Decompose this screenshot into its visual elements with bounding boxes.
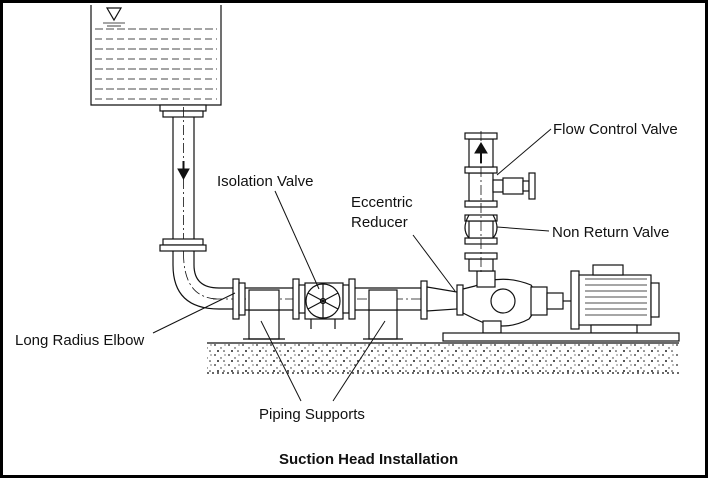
long-radius-elbow <box>172 251 233 310</box>
diagram-caption: Suction Head Installation <box>279 451 458 468</box>
label-flow-control-valve: Flow Control Valve <box>553 121 678 138</box>
water-hatching <box>95 28 217 100</box>
isolation-valve <box>292 278 356 329</box>
elbow-flange <box>232 278 246 320</box>
ground-foundation <box>207 342 679 374</box>
pipe-support-1 <box>243 289 285 340</box>
centrifugal-pump <box>462 270 573 334</box>
label-non-return-valve: Non Return Valve <box>552 224 669 241</box>
non-return-valve <box>464 214 498 239</box>
suction-head-diagram: Flow Control Valve Isolation Valve Eccen… <box>15 5 680 468</box>
label-eccentric-reducer-line1: Eccentric <box>351 194 413 211</box>
label-eccentric-reducer-line2: Reducer <box>351 214 408 231</box>
leader-lines <box>152 128 552 402</box>
label-piping-supports: Piping Supports <box>259 406 365 423</box>
eccentric-reducer <box>420 280 464 320</box>
flow-arrow-down-icon <box>177 161 190 181</box>
electric-motor <box>570 264 660 334</box>
pipe-support-2 <box>363 289 403 340</box>
water-tank <box>90 5 222 106</box>
discharge-riser <box>464 131 498 273</box>
flow-arrow-up-icon <box>474 142 488 163</box>
flow-control-handwheel-icon <box>528 172 536 200</box>
valve-handwheel-icon <box>305 283 341 319</box>
label-isolation-valve: Isolation Valve <box>217 173 313 190</box>
flow-control-valve <box>492 172 536 200</box>
vertical-suction-pipe <box>159 104 207 253</box>
label-long-radius-elbow: Long Radius Elbow <box>15 332 144 349</box>
base-plate <box>442 332 680 342</box>
water-level-icon <box>103 7 125 27</box>
